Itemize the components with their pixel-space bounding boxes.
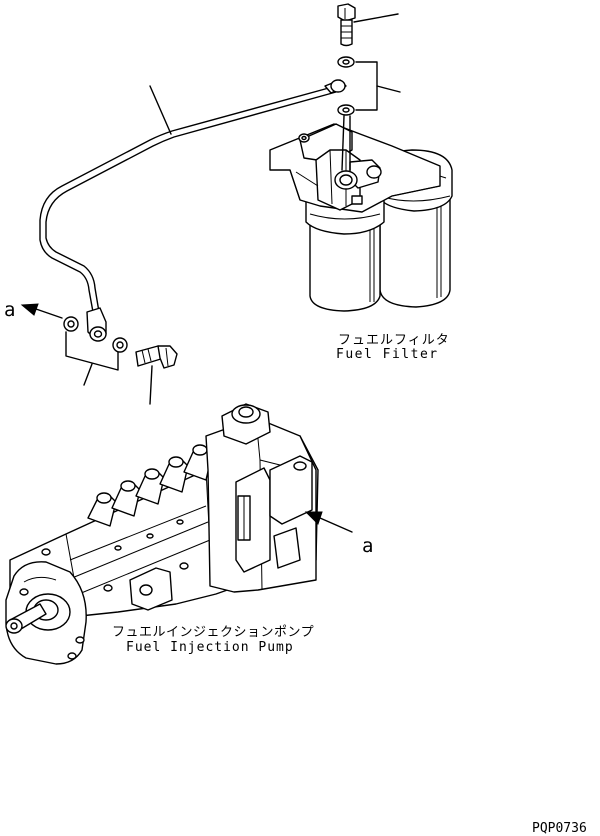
fuel-filter-en-label: Fuel Filter [336, 347, 439, 362]
fuel-filter-jp-label: フュエルフィルタ [338, 333, 450, 348]
arrow-a-right [304, 511, 353, 533]
top-banjo-bolt [337, 3, 399, 47]
ref-a-left-label: a [4, 299, 15, 321]
top-gaskets [337, 56, 401, 116]
arrow-a-left [20, 303, 63, 319]
fuel-injection-pump-jp-label: フュエルインジェクションポンプ [112, 625, 314, 640]
drawing-code-label: PQP0736 [532, 821, 587, 836]
fuel-pipe [39, 79, 347, 342]
ref-a-right-label: a [362, 535, 373, 557]
fuel-injection-pump [5, 403, 319, 665]
lower-banjo-bolt [135, 345, 178, 405]
lower-gaskets [63, 316, 128, 386]
fuel-filter [269, 115, 453, 312]
fuel-injection-pump-en-label: Fuel Injection Pump [126, 640, 294, 655]
